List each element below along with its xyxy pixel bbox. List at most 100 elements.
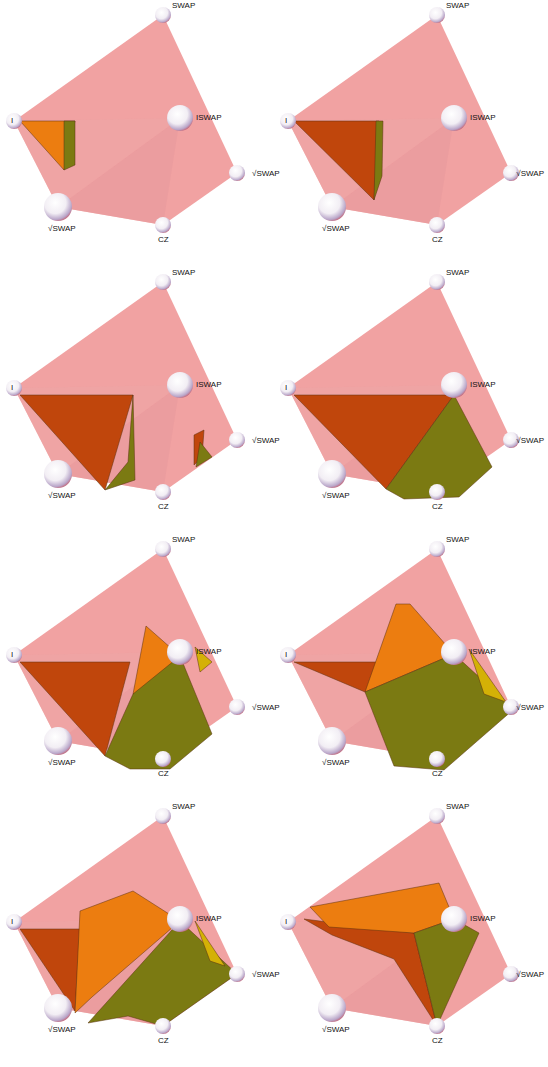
gate-label: CZ	[158, 1037, 169, 1045]
gate-label: √SWAP	[48, 1026, 76, 1034]
tetrahedron	[14, 282, 237, 492]
gate-sphere	[155, 484, 171, 500]
reachable-region	[365, 654, 514, 770]
gate-label: SWAP	[172, 269, 195, 277]
gate-label: √SWAP	[252, 170, 280, 178]
gate-label: SWAP	[446, 803, 469, 811]
gate-sphere	[429, 808, 445, 824]
panel	[6, 541, 245, 769]
gate-label: CZ	[158, 503, 169, 511]
gate-label: √SWAP	[48, 225, 76, 233]
gate-label: √SWAP	[516, 704, 544, 712]
tetrahedron	[14, 816, 237, 1026]
gate-label: CZ	[158, 236, 169, 244]
reachable-region	[374, 121, 383, 200]
gate-label: ISWAP	[470, 381, 495, 389]
panel	[280, 808, 519, 1034]
gate-sphere	[155, 7, 171, 23]
gate-sphere	[318, 994, 346, 1022]
gate-sphere	[429, 7, 445, 23]
gate-sphere	[167, 105, 193, 131]
gate-sphere	[280, 647, 296, 663]
gate-label: SWAP	[446, 269, 469, 277]
gate-label: ISWAP	[196, 915, 221, 923]
gate-label: I	[285, 651, 287, 659]
gate-label: ISWAP	[196, 381, 221, 389]
reachable-region	[105, 656, 212, 769]
gate-label: SWAP	[172, 803, 195, 811]
gate-label: CZ	[432, 770, 443, 778]
gate-sphere	[441, 105, 467, 131]
gate-label: CZ	[432, 503, 443, 511]
reachable-region	[64, 121, 75, 170]
gate-sphere	[44, 994, 72, 1022]
gate-label: SWAP	[446, 536, 469, 544]
gate-label: ISWAP	[470, 114, 495, 122]
gate-sphere	[155, 541, 171, 557]
tetrahedron	[288, 816, 511, 1026]
gate-sphere	[44, 727, 72, 755]
gate-sphere	[429, 541, 445, 557]
gate-label: SWAP	[172, 536, 195, 544]
gate-label: √SWAP	[322, 759, 350, 767]
gate-sphere	[441, 639, 467, 665]
gate-sphere	[318, 727, 346, 755]
gate-sphere	[155, 808, 171, 824]
panel	[280, 541, 519, 770]
reachable-region	[310, 883, 454, 933]
gate-sphere	[229, 699, 245, 715]
reachable-region	[20, 395, 133, 490]
gate-sphere	[318, 193, 346, 221]
panel	[6, 7, 245, 233]
gate-sphere	[44, 460, 72, 488]
gate-label: I	[285, 384, 287, 392]
gate-sphere	[167, 372, 193, 398]
gate-sphere	[229, 165, 245, 181]
gate-sphere	[155, 751, 171, 767]
gate-label: I	[11, 918, 13, 926]
gate-sphere	[429, 484, 445, 500]
tetra-face	[14, 118, 180, 207]
gate-label: √SWAP	[48, 492, 76, 500]
gate-label: CZ	[432, 1037, 443, 1045]
gate-label: ISWAP	[470, 915, 495, 923]
tetrahedron	[14, 15, 237, 225]
gate-sphere	[441, 906, 467, 932]
gate-label: √SWAP	[48, 759, 76, 767]
gate-sphere	[229, 966, 245, 982]
gate-sphere	[280, 380, 296, 396]
reachable-region	[20, 121, 75, 170]
gate-label: ISWAP	[470, 648, 495, 656]
gate-sphere	[229, 432, 245, 448]
gate-sphere	[318, 460, 346, 488]
tetrahedron	[288, 15, 511, 225]
panel	[6, 274, 245, 500]
gate-sphere	[429, 217, 445, 233]
gate-label: √SWAP	[322, 225, 350, 233]
reachable-region	[469, 649, 506, 702]
panel	[280, 7, 519, 233]
gate-sphere	[6, 380, 22, 396]
panel	[6, 808, 245, 1034]
gate-label: I	[11, 117, 13, 125]
gate-sphere	[429, 274, 445, 290]
gate-sphere	[280, 113, 296, 129]
gate-label: I	[11, 651, 13, 659]
gate-sphere	[441, 372, 467, 398]
reachable-region	[414, 919, 479, 1026]
gate-label: √SWAP	[322, 492, 350, 500]
gate-label: I	[285, 117, 287, 125]
gate-sphere	[6, 113, 22, 129]
reachable-region	[88, 921, 237, 1026]
gate-label: CZ	[158, 770, 169, 778]
gate-label: SWAP	[172, 2, 195, 10]
reachable-region	[105, 395, 135, 490]
gate-sphere	[6, 647, 22, 663]
gate-sphere	[155, 274, 171, 290]
gate-label: √SWAP	[252, 437, 280, 445]
gate-label: √SWAP	[252, 704, 280, 712]
reachable-region	[294, 121, 379, 200]
reachable-region	[386, 395, 492, 499]
gate-sphere	[155, 217, 171, 233]
